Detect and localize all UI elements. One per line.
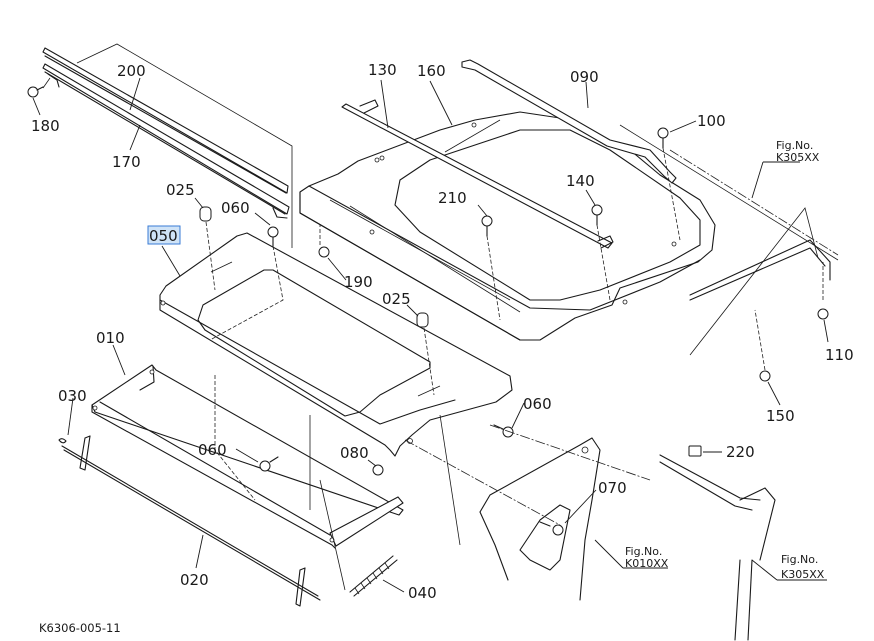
bolt-060b[interactable] <box>259 456 279 472</box>
callout-025a[interactable]: 025 <box>166 181 195 199</box>
frame-010[interactable] <box>91 364 404 549</box>
callout-110[interactable]: 110 <box>825 346 854 364</box>
assembly-lines <box>205 147 839 591</box>
cap-025b[interactable] <box>416 312 429 328</box>
callout-180[interactable]: 180 <box>31 117 60 135</box>
group-outline-right <box>619 124 839 356</box>
fig-ref-2-code[interactable]: K010XX <box>625 557 669 570</box>
callout-140[interactable]: 140 <box>566 172 595 190</box>
callout-200[interactable]: 200 <box>117 62 146 80</box>
fig-ref-3-code[interactable]: K305XX <box>781 568 825 581</box>
callout-220[interactable]: 220 <box>726 443 755 461</box>
callout-080[interactable]: 080 <box>340 444 369 462</box>
group-outline <box>76 43 293 248</box>
fig-ref-1-code[interactable]: K305XX <box>776 151 820 164</box>
spring-040[interactable] <box>349 555 398 597</box>
rod-130[interactable] <box>341 99 614 249</box>
fig-ref-2-label[interactable]: Fig.No. <box>625 545 662 558</box>
nut-150[interactable] <box>759 370 771 382</box>
bolt-100[interactable] <box>657 127 669 149</box>
callout-020[interactable]: 020 <box>180 571 209 589</box>
bolt-180[interactable] <box>27 86 44 98</box>
callout-190[interactable]: 190 <box>344 273 373 291</box>
callout-100[interactable]: 100 <box>697 112 726 130</box>
bolt-060c[interactable] <box>493 424 514 438</box>
nut-190[interactable] <box>318 246 330 258</box>
lever-assembly-k305xx[interactable] <box>659 239 831 641</box>
rod-090[interactable] <box>461 59 677 184</box>
fig-ref-3-label[interactable]: Fig.No. <box>781 553 818 566</box>
leader-lines <box>32 77 829 593</box>
trim-rail-assembly[interactable] <box>42 47 290 219</box>
bolt-210[interactable] <box>481 215 493 237</box>
nut-080[interactable] <box>372 464 384 476</box>
callout-090[interactable]: 090 <box>570 68 599 86</box>
callout-025b[interactable]: 025 <box>382 290 411 308</box>
fig-ref-1-label[interactable]: Fig.No. <box>776 139 813 152</box>
callout-030[interactable]: 030 <box>58 387 87 405</box>
callout-050[interactable]: 050 <box>149 227 178 245</box>
bolt-140[interactable] <box>591 204 603 226</box>
callout-060b[interactable]: 060 <box>198 441 227 459</box>
bolt-060a[interactable] <box>267 226 279 247</box>
nut-110[interactable] <box>817 308 829 320</box>
callout-010[interactable]: 010 <box>96 329 125 347</box>
callout-170[interactable]: 170 <box>112 153 141 171</box>
seat-pan-050[interactable] <box>159 232 513 457</box>
spring-030[interactable] <box>58 438 67 444</box>
callout-040[interactable]: 040 <box>408 584 437 602</box>
callout-060a[interactable]: 060 <box>221 199 250 217</box>
callout-210[interactable]: 210 <box>438 189 467 207</box>
callout-060c[interactable]: 060 <box>523 395 552 413</box>
bracket-k010xx[interactable] <box>479 437 601 601</box>
callout-150[interactable]: 150 <box>766 407 795 425</box>
callout-160[interactable]: 160 <box>417 62 446 80</box>
highlight-050 <box>147 225 181 245</box>
seat-base-cover-160[interactable] <box>299 111 716 341</box>
callout-070[interactable]: 070 <box>598 479 627 497</box>
callout-130[interactable]: 130 <box>368 61 397 79</box>
rod-020[interactable] <box>61 435 321 607</box>
clip-220[interactable] <box>688 445 702 457</box>
bolt-070[interactable] <box>539 521 564 536</box>
cap-025a[interactable] <box>199 206 212 222</box>
drawing-code: K6306-005-11 <box>39 621 121 635</box>
